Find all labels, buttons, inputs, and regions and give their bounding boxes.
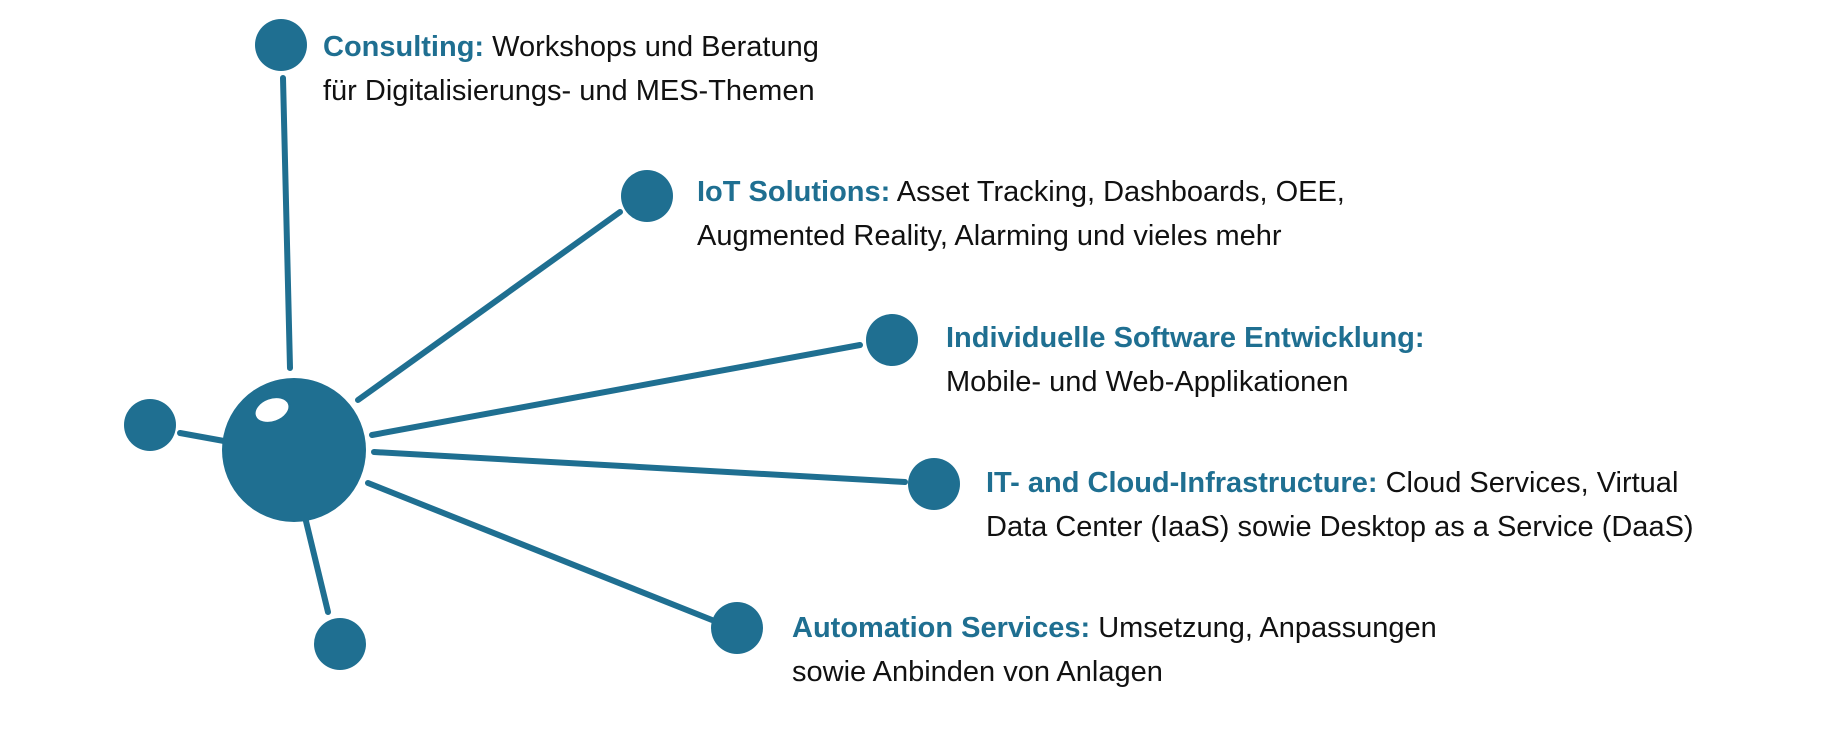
node-software — [866, 314, 918, 366]
service-item-software: Individuelle Software Entwicklung: Mobil… — [946, 316, 1425, 404]
node-bottom — [314, 618, 366, 670]
service-line-1: Consulting: Workshops und Beratung — [323, 25, 819, 69]
service-description: Cloud Services, Virtual — [1385, 467, 1679, 499]
service-line-1: IoT Solutions: Asset Tracking, Dashboard… — [697, 170, 1345, 214]
satellite-nodes — [124, 19, 960, 670]
service-description: Asset Tracking, Dashboards, OEE, — [896, 176, 1345, 208]
service-item-iot: IoT Solutions: Asset Tracking, Dashboard… — [697, 170, 1345, 258]
service-line-2: sowie Anbinden von Anlagen — [792, 656, 1163, 688]
service-description: Umsetzung, Anpassungen — [1098, 612, 1437, 644]
service-title: Automation Services: — [792, 612, 1091, 644]
node-left — [124, 399, 176, 451]
connector-cloud — [371, 449, 908, 485]
connector-iot — [355, 209, 623, 403]
service-item-cloud: IT- and Cloud-Infrastructure: Cloud Serv… — [986, 461, 1694, 549]
hub-highlight — [253, 396, 291, 424]
node-cloud — [908, 458, 960, 510]
central-hub — [222, 378, 366, 522]
service-line-2: Mobile- und Web-Applikationen — [946, 366, 1349, 398]
node-consulting — [255, 19, 307, 71]
connector-consulting — [280, 75, 293, 371]
service-line-1: Individuelle Software Entwicklung: — [946, 316, 1425, 360]
connector-left — [177, 430, 227, 444]
service-line-1: Automation Services: Umsetzung, Anpassun… — [792, 606, 1437, 650]
service-title: Individuelle Software Entwicklung: — [946, 322, 1425, 354]
connector-bottom — [302, 514, 331, 615]
node-iot — [621, 170, 673, 222]
service-item-automation: Automation Services: Umsetzung, Anpassun… — [792, 606, 1437, 694]
service-title: IT- and Cloud-Infrastructure: — [986, 467, 1378, 499]
service-line-2: für Digitalisierungs- und MES-Themen — [323, 75, 815, 107]
service-line-2: Augmented Reality, Alarming und vieles m… — [697, 220, 1282, 252]
connector-lines — [177, 75, 908, 623]
service-line-2: Data Center (IaaS) sowie Desktop as a Se… — [986, 511, 1694, 543]
service-description: Workshops und Beratung — [492, 31, 819, 63]
connector-automation — [365, 480, 715, 623]
service-title: IoT Solutions: — [697, 176, 891, 208]
service-item-consulting: Consulting: Workshops und Beratung für D… — [323, 25, 819, 113]
connector-software — [369, 342, 863, 438]
service-line-1: IT- and Cloud-Infrastructure: Cloud Serv… — [986, 461, 1694, 505]
node-automation — [711, 602, 763, 654]
service-title: Consulting: — [323, 31, 485, 63]
